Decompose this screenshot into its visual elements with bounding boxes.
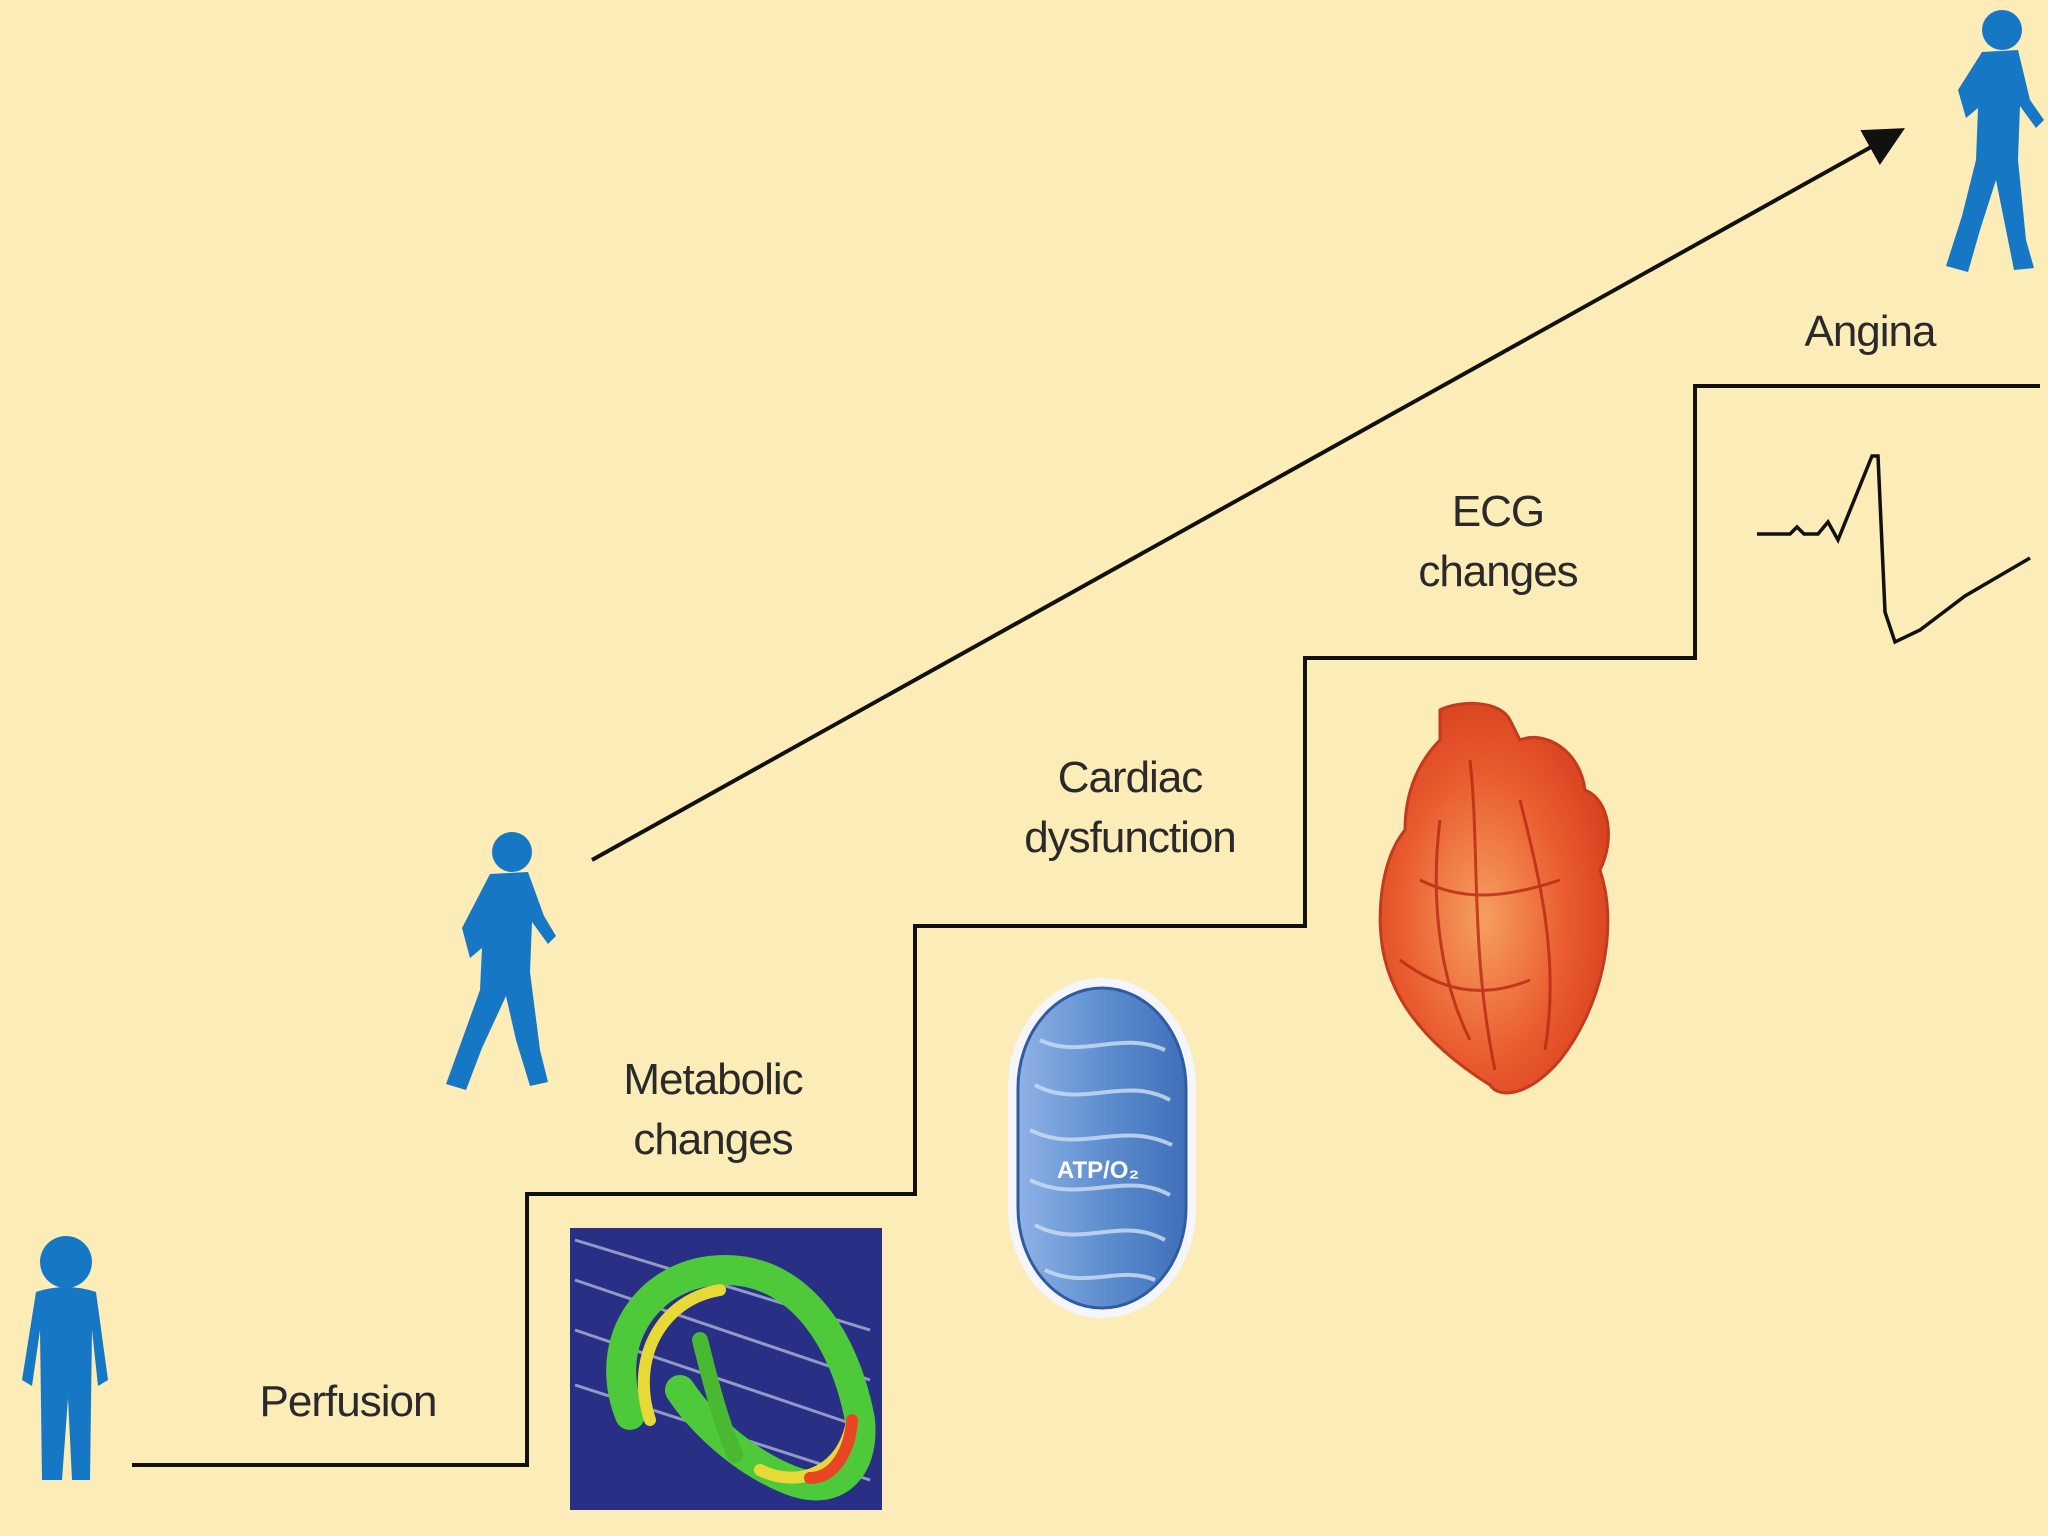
perfusion-scan-image bbox=[570, 1228, 882, 1510]
label-metabolic-changes: Metabolic changes bbox=[623, 1055, 803, 1164]
ecg-waveform bbox=[1757, 454, 2031, 645]
heart-image bbox=[1378, 701, 1610, 1095]
label-ecg-changes: ECG changes bbox=[1418, 487, 1578, 596]
staircase-line bbox=[132, 384, 2040, 1467]
label-angina: Angina bbox=[1804, 307, 1936, 356]
walking-person-icon bbox=[446, 832, 556, 1090]
standing-person-icon bbox=[22, 1236, 108, 1480]
label-cardiac-dysfunction: Cardiac dysfunction bbox=[1024, 753, 1237, 862]
running-person-icon bbox=[1946, 10, 2044, 272]
label-perfusion: Perfusion bbox=[259, 1377, 438, 1426]
progression-arrow bbox=[591, 128, 1905, 862]
mitochondrion-image: ATP/O₂ bbox=[1008, 978, 1196, 1318]
atp-label: ATP/O₂ bbox=[1057, 1157, 1139, 1184]
